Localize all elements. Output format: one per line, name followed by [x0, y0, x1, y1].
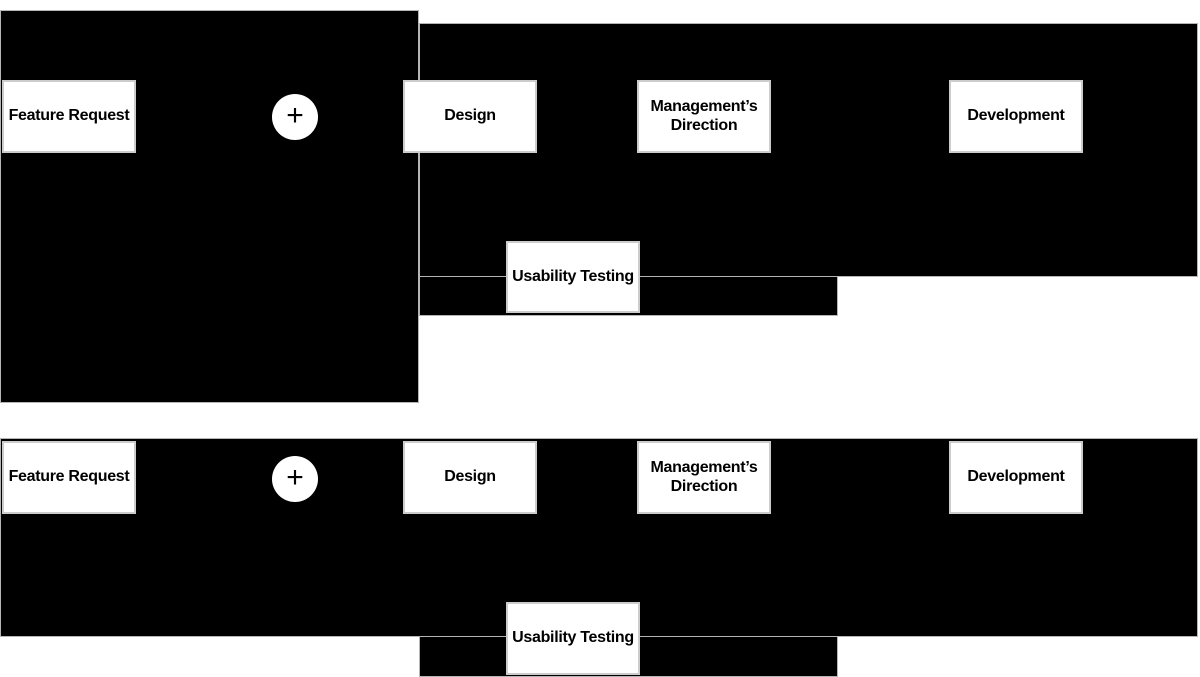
node-development: Development [949, 441, 1083, 514]
node-label: Development [967, 468, 1065, 486]
node-design: Design [403, 80, 537, 153]
node-development: Development [949, 80, 1083, 153]
node-label: Feature Request [8, 107, 130, 125]
node-design: Design [403, 441, 537, 514]
node-label: Development [967, 107, 1065, 125]
plus-glyph: + [286, 99, 304, 132]
node-label: Management’s Direction [650, 98, 758, 134]
canvas-panel-left [0, 10, 419, 403]
node-feature-request: Feature Request [2, 441, 136, 514]
node-usability-testing: Usability Testing [506, 602, 640, 675]
merge-plus-icon: + [272, 456, 318, 502]
node-label: Usability Testing [512, 629, 634, 647]
node-label: Feature Request [8, 468, 130, 486]
plus-glyph: + [286, 461, 304, 494]
node-usability-testing: Usability Testing [506, 241, 640, 313]
node-label: Usability Testing [512, 267, 634, 285]
node-label: Design [444, 107, 496, 125]
node-managements-direction: Management’s Direction [637, 80, 771, 153]
merge-plus-icon: + [272, 94, 318, 140]
node-label: Design [444, 468, 496, 486]
node-managements-direction: Management’s Direction [637, 441, 771, 514]
node-feature-request: Feature Request [2, 80, 136, 153]
node-label: Management’s Direction [650, 459, 758, 495]
